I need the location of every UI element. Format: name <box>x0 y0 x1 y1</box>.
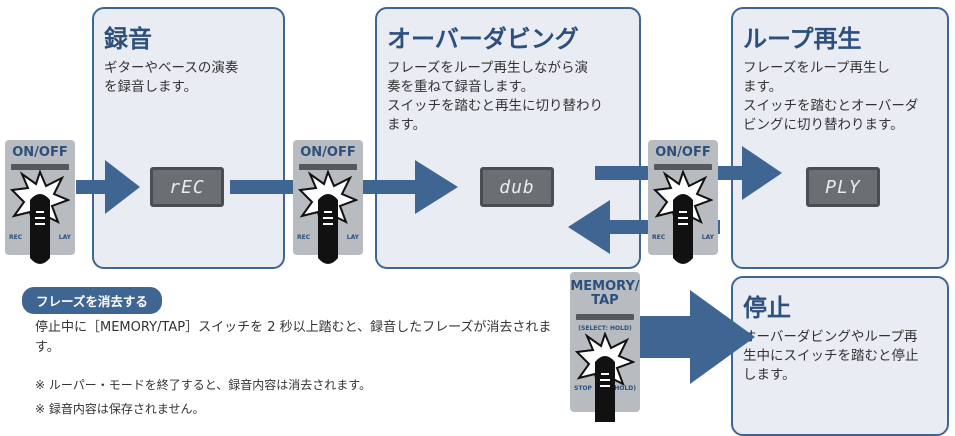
arrow-to-overdub <box>360 160 458 214</box>
pedal-play-label: LAY <box>701 234 714 241</box>
overdub-description: フレーズをループ再生しながら演 奏を重ねて録音します。 スイッチを踏むと再生に切… <box>387 60 603 133</box>
memory-label-line2: TAP <box>591 293 619 308</box>
pedal-led-bar <box>576 314 634 320</box>
arrow-play-to-overdub <box>568 200 720 254</box>
pedal-play-label: LAY <box>58 234 71 241</box>
play-panel: ループ再生 フレーズをループ再生し ます。 スイッチを踏むとオーバーダ ビングに… <box>731 7 949 269</box>
stop-description: オーバーダビングやループ再 生中にスイッチを踏むと停止 します。 <box>743 329 919 383</box>
memory-sub-label: (SELECT: HOLD) <box>578 325 632 332</box>
erase-phrase-text: 停止中に［MEMORY/TAP］スイッチを 2 秒以上踏むと、録音したフレーズが… <box>35 320 552 355</box>
pedal-rec-label: REC <box>297 234 311 241</box>
record-description: ギターやベースの演奏 を録音します。 <box>104 60 239 95</box>
note-line-1: ※ ルーパー・モードを終了すると、録音内容は消去されます。 <box>35 378 372 392</box>
flow-arrows <box>76 146 782 384</box>
arrow-record-to-overdub-bar <box>230 180 300 194</box>
onoff-label: ON/OFF <box>300 145 356 160</box>
pedal-led-bar <box>299 164 357 170</box>
arrow-to-play <box>717 146 782 200</box>
overdub-title: オーバーダビング <box>387 25 579 53</box>
onoff-label: ON/OFF <box>655 145 711 160</box>
pedal-led-bar <box>11 164 69 170</box>
pedal-stop-label: STOP <box>574 385 592 392</box>
record-panel: 録音 ギターやベースの演奏 を録音します。 <box>92 7 285 269</box>
pedal-rec-label: REC <box>9 234 23 241</box>
memory-label-line1: MEMORY/ <box>570 279 640 294</box>
pedal-play-label: LAY <box>346 234 359 241</box>
stop-title: 停止 <box>743 294 791 322</box>
display-rec: rEC <box>150 167 224 207</box>
arrow-to-record <box>76 160 140 214</box>
arrow-overdub-to-play-bar <box>595 166 660 180</box>
foot-press-icon <box>10 170 70 264</box>
record-title: 録音 <box>104 25 152 53</box>
onoff-label: ON/OFF <box>12 145 68 160</box>
foot-press-icon <box>298 170 358 264</box>
pedal-led-bar <box>654 164 712 170</box>
play-description: フレーズをループ再生し ます。 スイッチを踏むとオーバーダ ビングに切り替わりま… <box>743 60 919 133</box>
display-ply: PLY <box>806 167 880 207</box>
foot-press-icon <box>575 332 635 422</box>
display-dub: dub <box>480 167 554 207</box>
stop-panel: 停止 オーバーダビングやループ再 生中にスイッチを踏むと停止 します。 <box>731 276 949 436</box>
pedal-hold-label: (HOLD) <box>611 385 636 392</box>
note-line-2: ※ 録音内容は保存されません。 <box>35 402 205 416</box>
pedal-rec-label: REC <box>652 234 666 241</box>
foot-press-icon <box>653 170 713 264</box>
play-title: ループ再生 <box>743 25 862 53</box>
arrow-to-stop <box>640 290 755 384</box>
erase-phrase-badge: フレーズを消去する <box>22 287 162 314</box>
